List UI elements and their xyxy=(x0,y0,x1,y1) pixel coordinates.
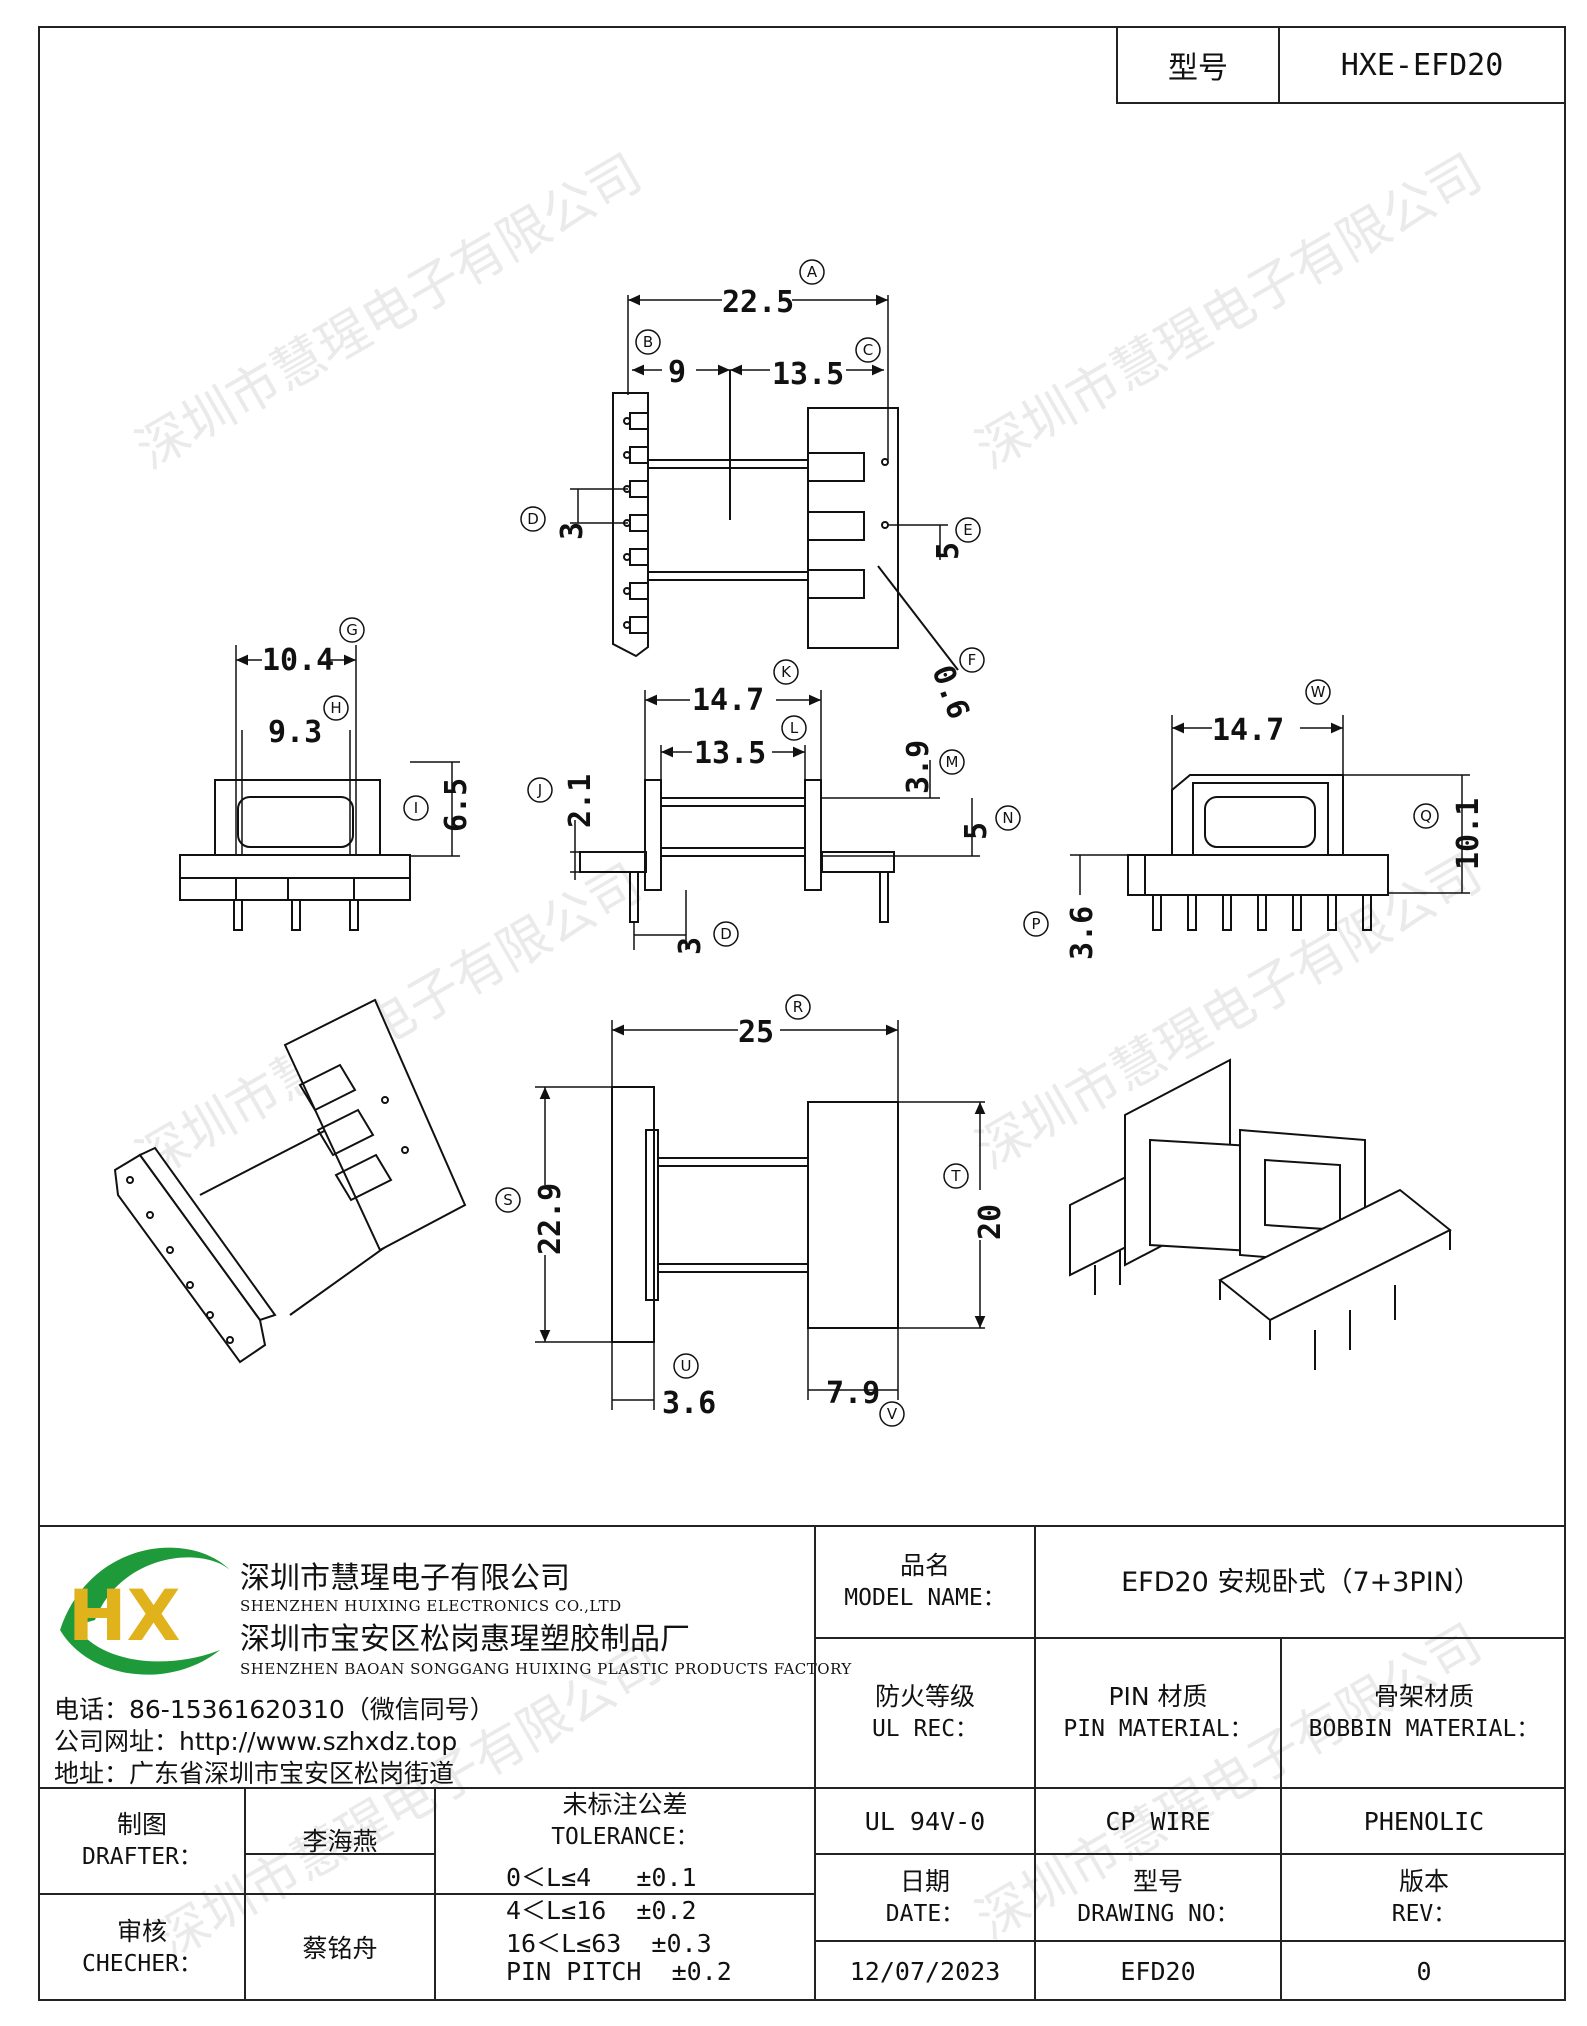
bubble-letter: K xyxy=(781,663,792,681)
dim-n: 5 xyxy=(959,822,994,840)
checker-value: 蔡铭舟 xyxy=(302,1933,378,1963)
bubble-letter: J xyxy=(537,781,542,799)
iso-view-right xyxy=(1069,1058,1452,1370)
bottom-view xyxy=(535,1020,986,1410)
type-box: 型号 HXE-EFD20 xyxy=(1116,26,1566,104)
dim-q: 10.1 xyxy=(1451,798,1486,870)
dim-s: 22.9 xyxy=(533,1183,568,1255)
dim-d: 3 xyxy=(555,522,590,540)
company-logo: HX xyxy=(60,1547,230,1675)
front-view xyxy=(570,690,980,950)
bubble-letter: L xyxy=(790,719,799,737)
bubble-letter: F xyxy=(968,651,977,669)
bubble-letter: I xyxy=(414,799,418,817)
date-value: 12/07/2023 xyxy=(849,1957,1001,1986)
tolerance-line: 4＜L≤16 ±0.2 xyxy=(506,1896,697,1925)
bubble-letter: H xyxy=(330,699,341,717)
tolerance-line: 0＜L≤4 ±0.1 xyxy=(506,1863,697,1892)
bubble-letter: P xyxy=(1031,915,1040,933)
dim-m: 3.9 xyxy=(901,740,936,794)
bubble-letter: C xyxy=(863,341,873,359)
dim-b: 9 xyxy=(668,355,686,390)
dim-v: 7.9 xyxy=(826,1376,880,1411)
bubble-letter: D xyxy=(527,510,539,528)
rev-value: 0 xyxy=(1416,1957,1432,1986)
side-view-right xyxy=(1070,715,1470,931)
dim-f: 0.6 xyxy=(924,661,975,724)
bubble-letter: B xyxy=(643,333,653,351)
factory-name-cn: 深圳市宝安区松岗惠瑆塑胶制品厂 xyxy=(240,1622,690,1657)
drawing-sheet xyxy=(38,26,1566,2001)
drawing-no-value: EFD20 xyxy=(1120,1957,1196,1986)
watermark: 深圳市慧瑆电子有限公司 xyxy=(127,143,652,481)
company-name-cn: 深圳市慧瑆电子有限公司 xyxy=(240,1561,570,1596)
bubble-letter: R xyxy=(793,998,803,1016)
dim-a: 22.5 xyxy=(722,285,794,320)
reference-bubbles xyxy=(323,259,1439,1427)
ul-rec-value: UL 94V-0 xyxy=(864,1806,986,1836)
pin-material-value: CP WIRE xyxy=(1105,1806,1211,1836)
bubble-letter: Q xyxy=(1420,807,1432,825)
bubble-letter: E xyxy=(963,521,972,539)
dim-c: 13.5 xyxy=(772,357,844,392)
top-view xyxy=(570,294,959,671)
bubble-letter: V xyxy=(887,1405,898,1423)
dimension-labels: 22.5 9 13.5 3 5 0.6 10.4 9.3 6.5 2.1 14.… xyxy=(262,285,1486,1421)
tolerance-line: PIN PITCH ±0.2 xyxy=(506,1957,732,1986)
dim-d2: 3 xyxy=(673,937,708,955)
model-name-value: EFD20 安规卧式（7+3PIN） xyxy=(1121,1566,1481,1598)
bobbin-material-value: PHENOLIC xyxy=(1363,1806,1485,1836)
bubble-letter: M xyxy=(946,753,959,771)
website-text: 公司网址：http://www.szhxdz.top xyxy=(54,1727,458,1756)
logo-text: HX xyxy=(68,1575,181,1657)
bubble-letter: N xyxy=(1002,809,1013,827)
watermark: 深圳市慧瑆电子有限公司 xyxy=(967,143,1492,481)
iso-view-left xyxy=(113,998,467,1364)
dim-i: 6.5 xyxy=(439,778,474,832)
bubble-letter: S xyxy=(503,1191,513,1209)
bubble-letter: U xyxy=(681,1357,692,1375)
company-name-en: SHENZHEN HUIXING ELECTRONICS CO.,LTD xyxy=(240,1597,622,1615)
bubble-letter: T xyxy=(950,1167,961,1185)
bubble-letter: A xyxy=(807,263,818,281)
dim-l: 13.5 xyxy=(694,736,766,771)
type-value: HXE-EFD20 xyxy=(1340,47,1504,83)
top-view-pins xyxy=(623,412,649,634)
dim-w: 14.7 xyxy=(1212,713,1284,748)
address-text: 地址：广东省深圳市宝安区松岗街道 xyxy=(54,1759,455,1788)
dim-g: 10.4 xyxy=(262,643,334,678)
type-label: 型号 xyxy=(1118,28,1280,102)
phone-text: 电话：86-15361620310（微信同号） xyxy=(54,1695,495,1724)
bubble-letter: D xyxy=(720,925,732,943)
factory-name-en: SHENZHEN BAOAN SONGGANG HUIXING PLASTIC … xyxy=(240,1660,852,1678)
bubble-letter: W xyxy=(1311,683,1326,701)
dim-h: 9.3 xyxy=(268,715,322,750)
dim-r: 25 xyxy=(738,1015,774,1050)
tolerance-line: 16＜L≤63 ±0.3 xyxy=(506,1929,712,1958)
side-view-left xyxy=(179,645,460,931)
dim-j: 2.1 xyxy=(563,774,598,828)
dim-t: 20 xyxy=(973,1204,1008,1240)
dim-u: 3.6 xyxy=(662,1386,716,1421)
reference-bubble-letters: A B C D E F G H I J K L M N D W Q P R S … xyxy=(330,263,1432,1423)
dim-p: 3.6 xyxy=(1065,906,1100,960)
bubble-letter: G xyxy=(346,621,358,639)
dim-k: 14.7 xyxy=(692,683,764,718)
drafter-value: 李海燕 xyxy=(302,1826,378,1856)
dim-e: 5 xyxy=(931,542,966,560)
